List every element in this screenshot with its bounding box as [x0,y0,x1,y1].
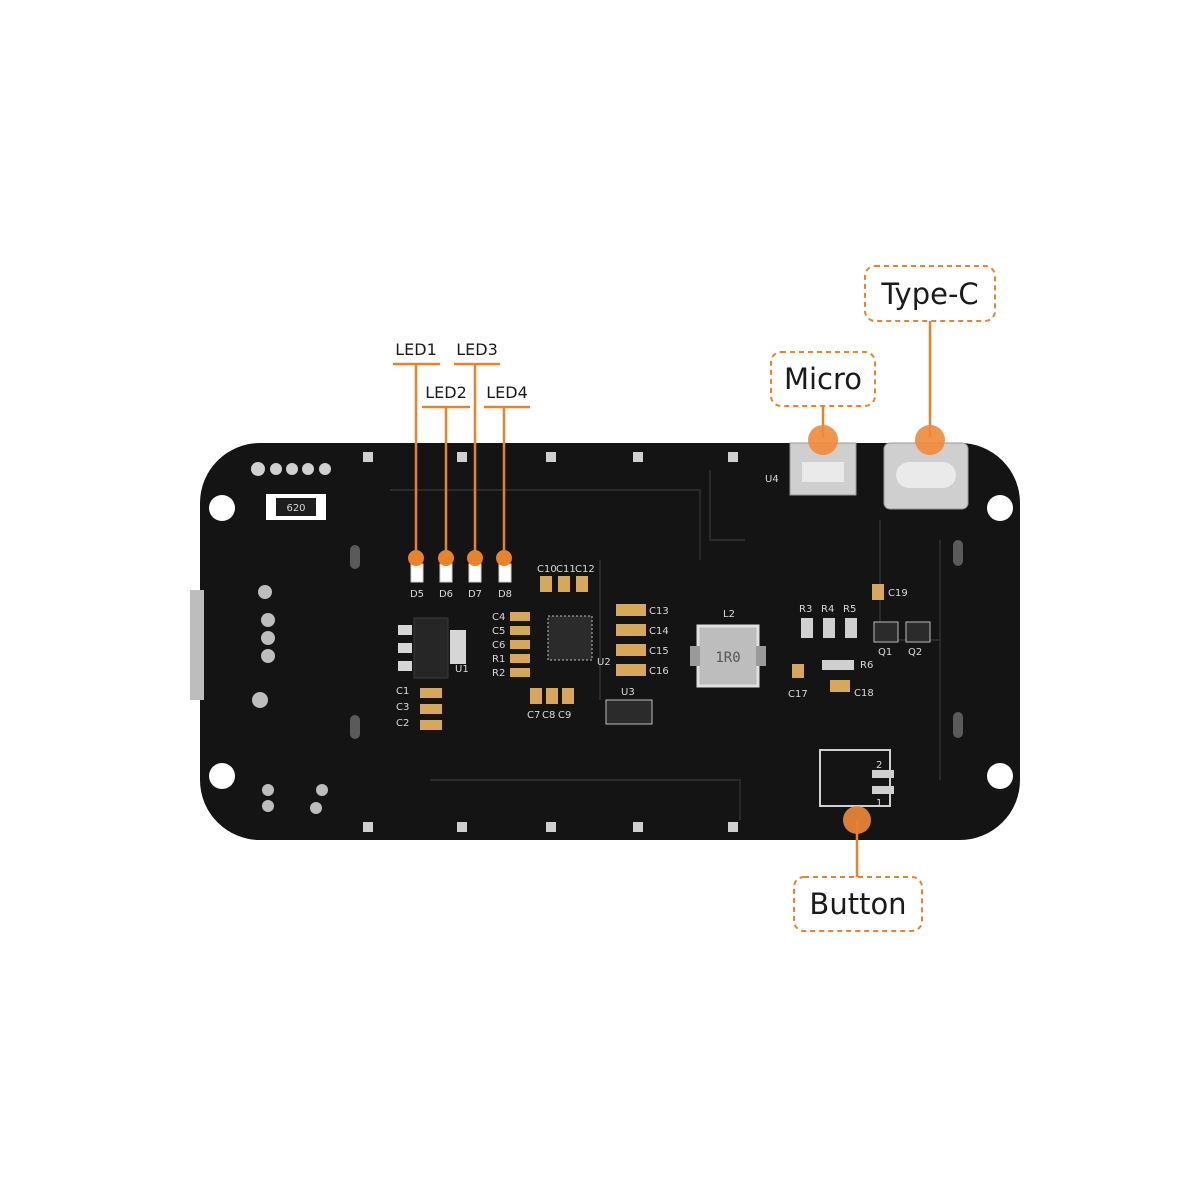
c14-label: C14 [649,626,669,637]
pcb-board: 620 U1 C1 C3 C2 [190,442,1020,840]
l2-marking: 1R0 [715,650,740,666]
type-c-label: Type-C [880,277,978,311]
c18-label: C18 [854,688,874,699]
led3-label: LED3 [456,340,498,359]
l2-label: L2 [723,609,735,620]
led2-marker [438,550,454,566]
q1-label: Q1 [878,647,892,658]
led3-marker [467,550,483,566]
c1-label: C1 [396,686,409,697]
c6-label: C6 [492,640,505,651]
u4-label: U4 [765,474,779,485]
q2-label: Q2 [908,647,922,658]
d6-label: D6 [439,589,453,600]
c15-label: C15 [649,646,669,657]
r3-label: R3 [799,604,812,615]
c11-label: C11 [556,564,576,575]
c10-label: C10 [537,564,557,575]
led-callouts: LED1 LED3 LED2 LED4 [393,340,530,566]
c19-label: C19 [888,588,908,599]
u1-label: U1 [455,664,469,675]
c7-label: C7 [527,710,540,721]
micro-callout: Micro [770,351,876,455]
r6-label: R6 [860,660,873,671]
c2-label: C2 [396,718,409,729]
type-c-marker [915,425,945,455]
c3-label: C3 [396,702,409,713]
u2-label: U2 [597,657,611,668]
d8-label: D8 [498,589,512,600]
c4-label: C4 [492,612,505,623]
c16-label: C16 [649,666,669,677]
micro-label: Micro [784,362,862,396]
led4-marker [496,550,512,566]
led4-label: LED4 [486,383,528,402]
c12-label: C12 [575,564,595,575]
c13-label: C13 [649,606,669,617]
led1-label: LED1 [395,340,437,359]
r4-label: R4 [821,604,834,615]
button-pin2-label: 2 [876,760,882,771]
r1-label: R1 [492,654,505,665]
d5-label: D5 [410,589,424,600]
type-c-callout: Type-C [864,265,996,455]
c17-label: C17 [788,689,808,700]
resistor-620-label: 620 [286,503,305,514]
micro-usb-marker [808,425,838,455]
c8-label: C8 [542,710,555,721]
led1-marker [408,550,424,566]
d7-label: D7 [468,589,482,600]
c9-label: C9 [558,710,571,721]
led2-label: LED2 [425,383,467,402]
r5-label: R5 [843,604,856,615]
button-callout: Button [793,806,923,932]
r2-label: R2 [492,668,505,679]
u3-label: U3 [621,687,635,698]
button-pin1-label: 1 [876,798,882,809]
button-label: Button [809,887,906,921]
c5-label: C5 [492,626,505,637]
